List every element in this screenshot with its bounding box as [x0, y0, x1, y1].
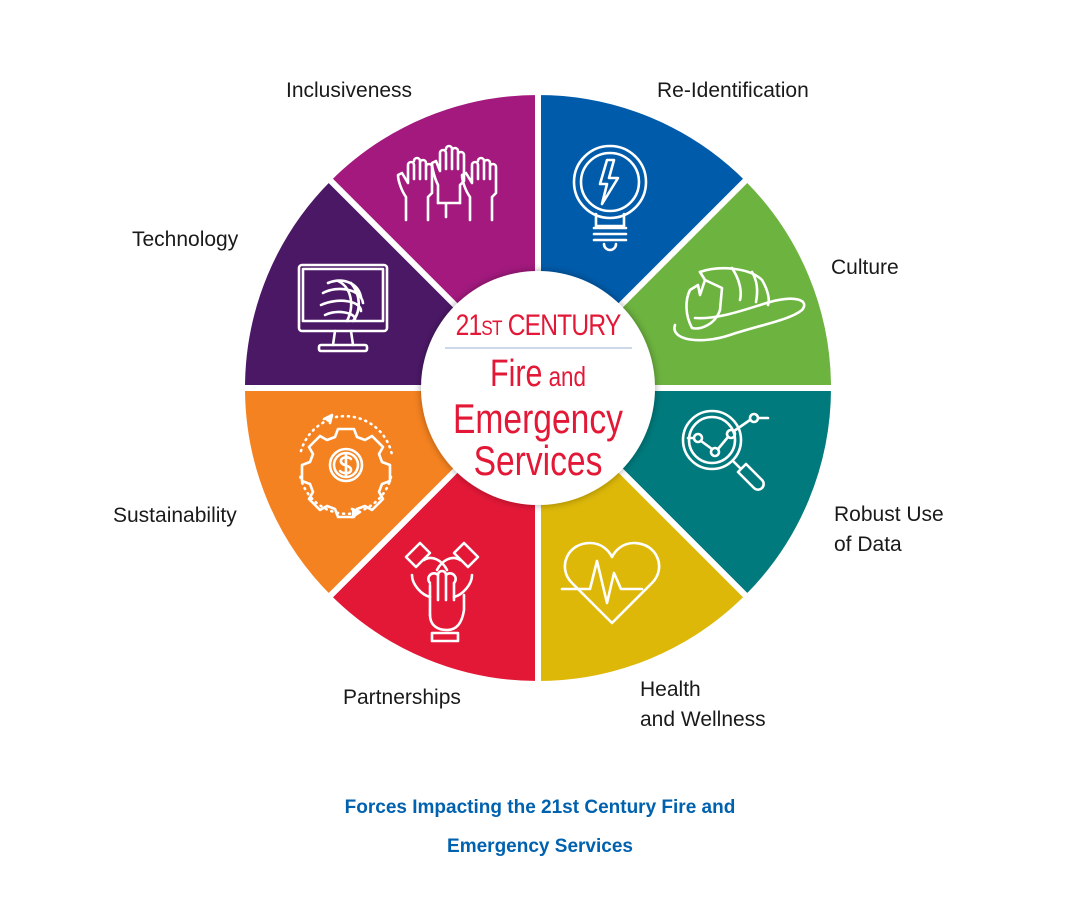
- century-word: CENTURY: [501, 309, 622, 342]
- center-title-services: Services: [473, 437, 603, 484]
- label-health-line1: Health: [640, 678, 701, 701]
- caption-line1: Forces Impacting the 21st Century Fire a…: [344, 797, 736, 818]
- caption-line2: Emergency Services: [447, 836, 633, 857]
- label-inclusiveness: Inclusiveness: [286, 79, 413, 102]
- heart-pulse-icon: [560, 541, 661, 625]
- label-sustainability: Sustainability: [113, 504, 237, 527]
- center-title-century: 21ST CENTURY: [442, 308, 634, 347]
- raised-hands-icon: [396, 144, 498, 222]
- lightbulb-lightning-icon: [572, 144, 648, 252]
- label-culture: Culture: [831, 256, 899, 279]
- label-partnerships: Partnerships: [343, 686, 461, 709]
- magnifier-chart-icon: [681, 409, 770, 491]
- center-circle: [421, 271, 655, 505]
- center-title-fire: Fire and: [444, 353, 631, 398]
- monitor-globe-icon: [297, 263, 389, 353]
- century-suffix: ST: [481, 317, 502, 340]
- stacked-hands-icon: [404, 541, 480, 643]
- century-number: 21: [455, 309, 483, 342]
- label-technology: Technology: [132, 228, 239, 251]
- label-robust-use-line1: Robust Use: [834, 503, 944, 526]
- label-re-identification: Re-Identification: [657, 79, 809, 102]
- label-robust-use-of-data: Robust Use of Data: [834, 500, 944, 560]
- firefighter-helmet-icon: [673, 266, 806, 342]
- and-word: and: [542, 361, 586, 392]
- label-robust-use-line2: of Data: [834, 533, 902, 556]
- label-health-and-wellness: Health and Wellness: [640, 675, 766, 735]
- label-health-line2: and Wellness: [640, 708, 766, 731]
- center-title: 21ST CENTURY Fire and Emergency Services: [421, 308, 655, 482]
- gear-dollar-cycle-icon: [298, 413, 394, 519]
- fire-word: Fire: [490, 353, 543, 395]
- center-title-emergency: Emergency: [453, 395, 623, 442]
